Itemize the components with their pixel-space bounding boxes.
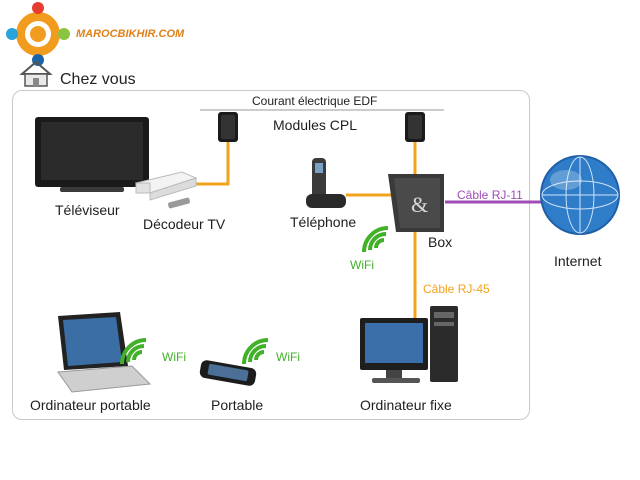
wifi-label-mobile: WiFi [276,350,300,364]
box-icon: & [388,174,444,232]
mobile-phone-icon [199,360,257,386]
rj11-label: Câble RJ-11 [457,188,523,202]
cpl-label: Modules CPL [273,117,358,133]
phone-label: Téléphone [290,214,357,230]
box-label: Box [428,234,453,250]
laptop-label: Ordinateur portable [30,397,151,413]
wifi-label-box: WiFi [350,258,374,272]
laptop-icon [57,312,152,393]
decoder-icon [134,171,198,209]
mobile-label: Portable [211,397,264,413]
desktop-computer-icon [360,306,458,383]
power-line-label: Courant électrique EDF [252,94,378,108]
cpl-to-decoder-cable [196,142,230,186]
orange-cables [196,142,417,318]
cpl-module-icon [405,112,425,142]
globe-icon [540,155,620,235]
wifi-label-laptop: WiFi [162,350,186,364]
wifi-icon [362,226,389,253]
internet-label: Internet [554,253,602,269]
rj45-label: Câble RJ-45 [423,282,490,296]
phone-icon [306,158,346,208]
wifi-icon [242,338,269,365]
cpl-module-icon [218,112,238,142]
svg-text:&: & [411,192,428,217]
brand-name: MAROCBIKHIR.COM [76,28,185,40]
tv-label: Téléviseur [55,202,120,218]
decoder-label: Décodeur TV [143,216,226,232]
desktop-label: Ordinateur fixe [360,397,452,413]
wifi-icon [120,338,147,365]
home-title: Chez vous [60,71,136,88]
tv-icon [35,117,149,192]
